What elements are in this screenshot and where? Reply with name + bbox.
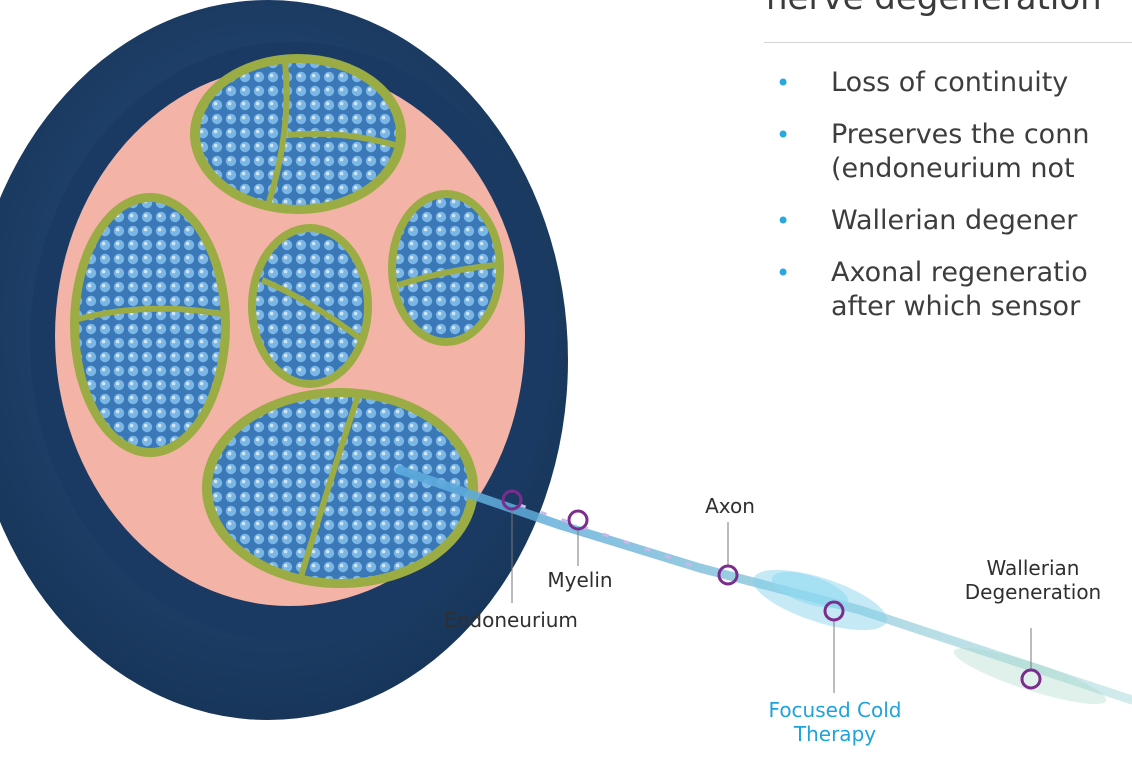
wallerian-label: Wallerian Degeneration [958, 556, 1108, 604]
focused-label-line2: Therapy [750, 722, 920, 746]
myelin-label: Myelin [540, 568, 620, 592]
wallerian-label-line1: Wallerian [958, 556, 1108, 580]
axon-label: Axon [700, 494, 760, 518]
focused-label-line1: Focused Cold [750, 698, 920, 722]
fascicle-center [248, 224, 372, 388]
fascicle-top [190, 54, 406, 214]
fascicle-left [70, 193, 230, 457]
wallerian-label-line2: Degeneration [958, 580, 1108, 604]
fascicle-bottom [202, 388, 478, 588]
endoneurium-label: Endoneurium [428, 608, 594, 632]
focused-cold-therapy-label: Focused Cold Therapy [750, 698, 920, 746]
fascicle-right [388, 190, 504, 346]
